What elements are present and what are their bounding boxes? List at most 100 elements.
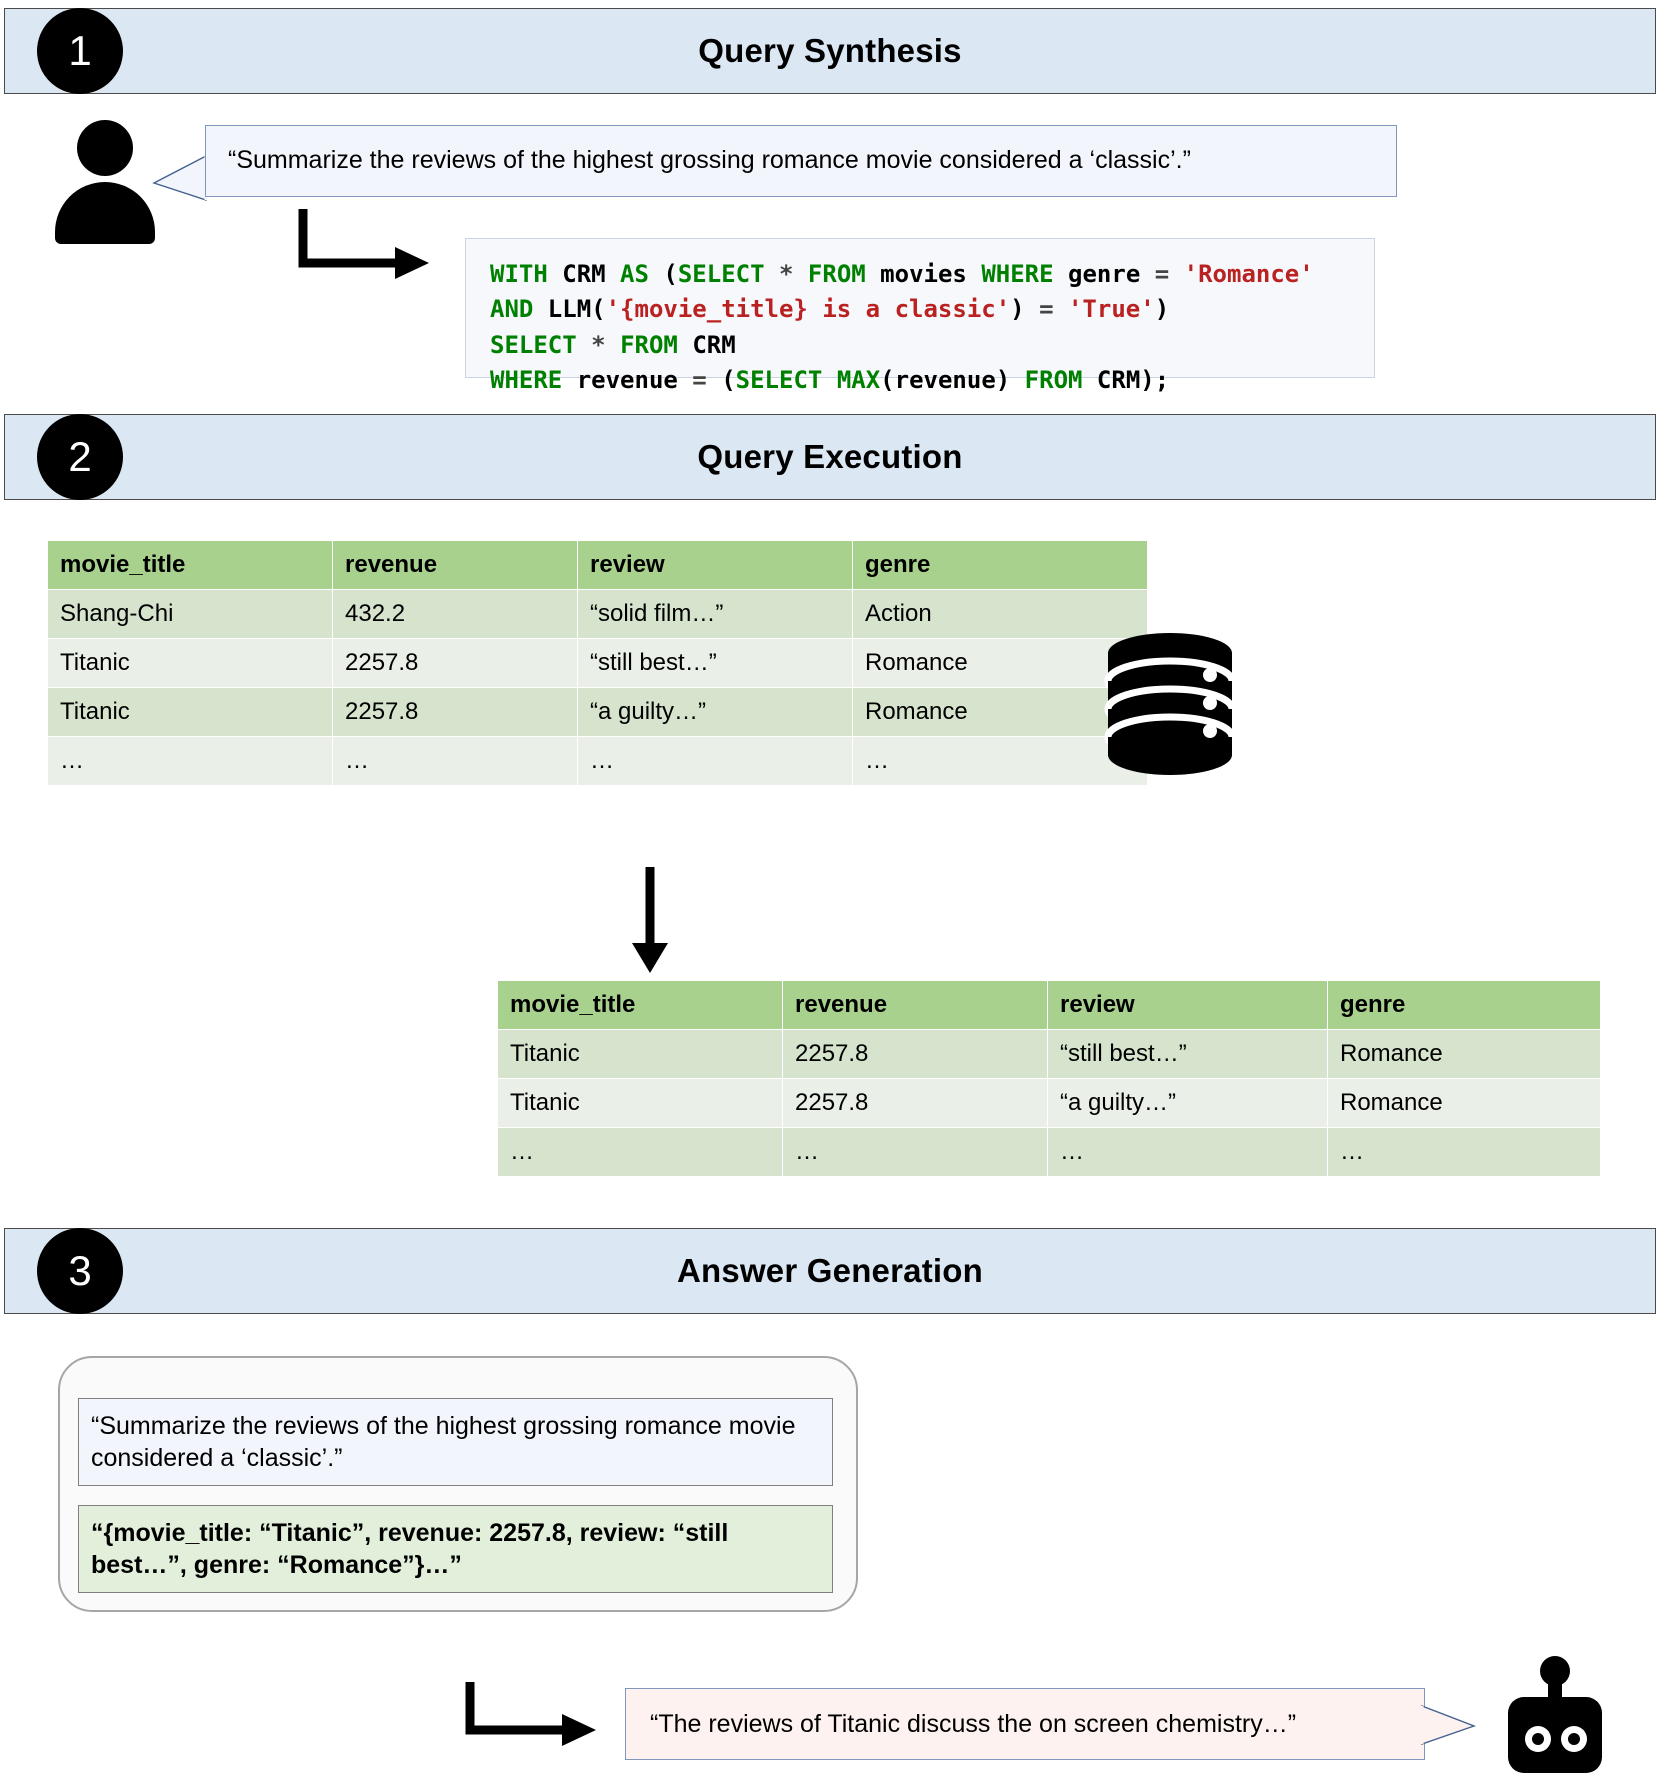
- table-cell: …: [47, 736, 333, 786]
- database-cylinder-icon: [1104, 633, 1236, 775]
- table-cell: …: [577, 736, 853, 786]
- sql-code-block: WITH CRM AS (SELECT * FROM movies WHERE …: [465, 238, 1375, 394]
- sql-token: CRM);: [1096, 365, 1170, 394]
- sql-token: LLM(: [547, 295, 606, 324]
- table-cell: “solid film…”: [577, 589, 853, 639]
- table-cell: Titanic: [497, 1029, 783, 1079]
- table-cell: Titanic: [497, 1078, 783, 1128]
- sql-token: ): [1154, 295, 1170, 324]
- table-cell: …: [852, 736, 1148, 786]
- column-header-movie_title: movie_title: [497, 980, 783, 1030]
- column-header-revenue: revenue: [782, 980, 1048, 1030]
- person-head: [77, 120, 133, 176]
- prompt-context-box: “{movie_title: “Titanic”, revenue: 2257.…: [78, 1505, 833, 1593]
- table-cell: Romance: [852, 638, 1148, 688]
- sql-token: *: [591, 330, 621, 359]
- sql-token: FROM: [620, 330, 693, 359]
- sql-token: SELECT: [490, 330, 592, 359]
- section-banner-3: Answer Generation: [4, 1228, 1656, 1314]
- table-row: …………: [497, 1127, 1601, 1177]
- table-cell: …: [497, 1127, 783, 1177]
- table-cell: 2257.8: [332, 687, 578, 737]
- column-header-genre: genre: [1327, 980, 1601, 1030]
- sql-token: (: [663, 260, 678, 288]
- table-cell: “a guilty…”: [1047, 1078, 1328, 1128]
- sql-token: genre: [1068, 260, 1155, 288]
- sql-token: WHERE: [490, 365, 577, 394]
- sql-token: SELECT: [735, 365, 837, 394]
- prompt-question-box: “Summarize the reviews of the highest gr…: [78, 1398, 833, 1486]
- sql-token: =: [1154, 260, 1184, 288]
- table-cell: 432.2: [332, 589, 578, 639]
- user-query-bubble: “Summarize the reviews of the highest gr…: [205, 125, 1397, 197]
- user-bubble-tail: [152, 154, 208, 201]
- table-cell: …: [1047, 1127, 1328, 1177]
- sql-token: 'True': [1067, 295, 1155, 324]
- step-number-2-label: 2: [68, 433, 92, 480]
- sql-token: MAX: [836, 365, 881, 394]
- table-cell: “still best…”: [577, 638, 853, 688]
- sql-token: FROM: [1024, 365, 1097, 394]
- column-header-review: review: [577, 540, 853, 590]
- table-cell: “a guilty…”: [577, 687, 853, 737]
- table-cell: 2257.8: [782, 1078, 1048, 1128]
- table-cell: Romance: [1327, 1078, 1601, 1128]
- user-query-text: “Summarize the reviews of the highest gr…: [228, 146, 1191, 175]
- sql-code-text: WITH CRM AS (SELECT * FROM movies WHERE …: [490, 257, 1350, 398]
- sql-token: CRM: [562, 260, 621, 288]
- section-title-3: Answer Generation: [677, 1252, 983, 1289]
- table-cell: Action: [852, 589, 1148, 639]
- final-answer-text: “The reviews of Titanic discuss the on s…: [650, 1709, 1297, 1738]
- sql-token: WITH: [490, 260, 563, 288]
- step-number-1: 1: [37, 8, 123, 94]
- column-header-revenue: revenue: [332, 540, 578, 590]
- table-cell: “still best…”: [1047, 1029, 1328, 1079]
- section-banner-2: Query Execution: [4, 414, 1656, 500]
- sql-token: 'Romance': [1183, 260, 1314, 288]
- sql-token: AND: [490, 295, 548, 324]
- sql-token: FROM: [807, 260, 881, 288]
- column-header-review: review: [1047, 980, 1328, 1030]
- sql-token: WHERE: [981, 260, 1069, 288]
- step-number-1-label: 1: [68, 27, 92, 74]
- sql-token: AS: [620, 260, 664, 288]
- answer-bubble-tail: [1420, 1704, 1477, 1745]
- step-number-2: 2: [37, 414, 123, 500]
- sql-token: =: [692, 365, 722, 394]
- table-cell: …: [332, 736, 578, 786]
- sql-token: SELECT: [677, 260, 780, 288]
- table-cell: Romance: [1327, 1029, 1601, 1079]
- robot-icon: [1508, 1656, 1602, 1773]
- sql-token: *: [779, 260, 808, 288]
- elbow-arrow-to-answer: [465, 1682, 596, 1746]
- table-cell: 2257.8: [782, 1029, 1048, 1079]
- sql-token: revenue: [576, 365, 693, 394]
- sql-token: (revenue): [880, 365, 1025, 394]
- step-number-3: 3: [37, 1228, 123, 1314]
- column-header-genre: genre: [852, 540, 1148, 590]
- section-banner-1: Query Synthesis: [4, 8, 1656, 94]
- column-header-movie_title: movie_title: [47, 540, 333, 590]
- sql-token: ): [1010, 295, 1040, 324]
- final-answer-bubble: “The reviews of Titanic discuss the on s…: [625, 1688, 1425, 1760]
- section-title-1: Query Synthesis: [698, 32, 962, 69]
- user-person-icon: [55, 120, 155, 244]
- elbow-arrow-to-sql: [298, 209, 429, 279]
- prompt-question-text: “Summarize the reviews of the highest gr…: [91, 1411, 796, 1473]
- table-cell: …: [782, 1127, 1048, 1177]
- table-cell: Romance: [852, 687, 1148, 737]
- sql-token: =: [1039, 295, 1068, 324]
- table-cell: Titanic: [47, 687, 333, 737]
- prompt-context-text: “{movie_title: “Titanic”, revenue: 2257.…: [91, 1518, 729, 1580]
- section-title-2: Query Execution: [697, 438, 963, 475]
